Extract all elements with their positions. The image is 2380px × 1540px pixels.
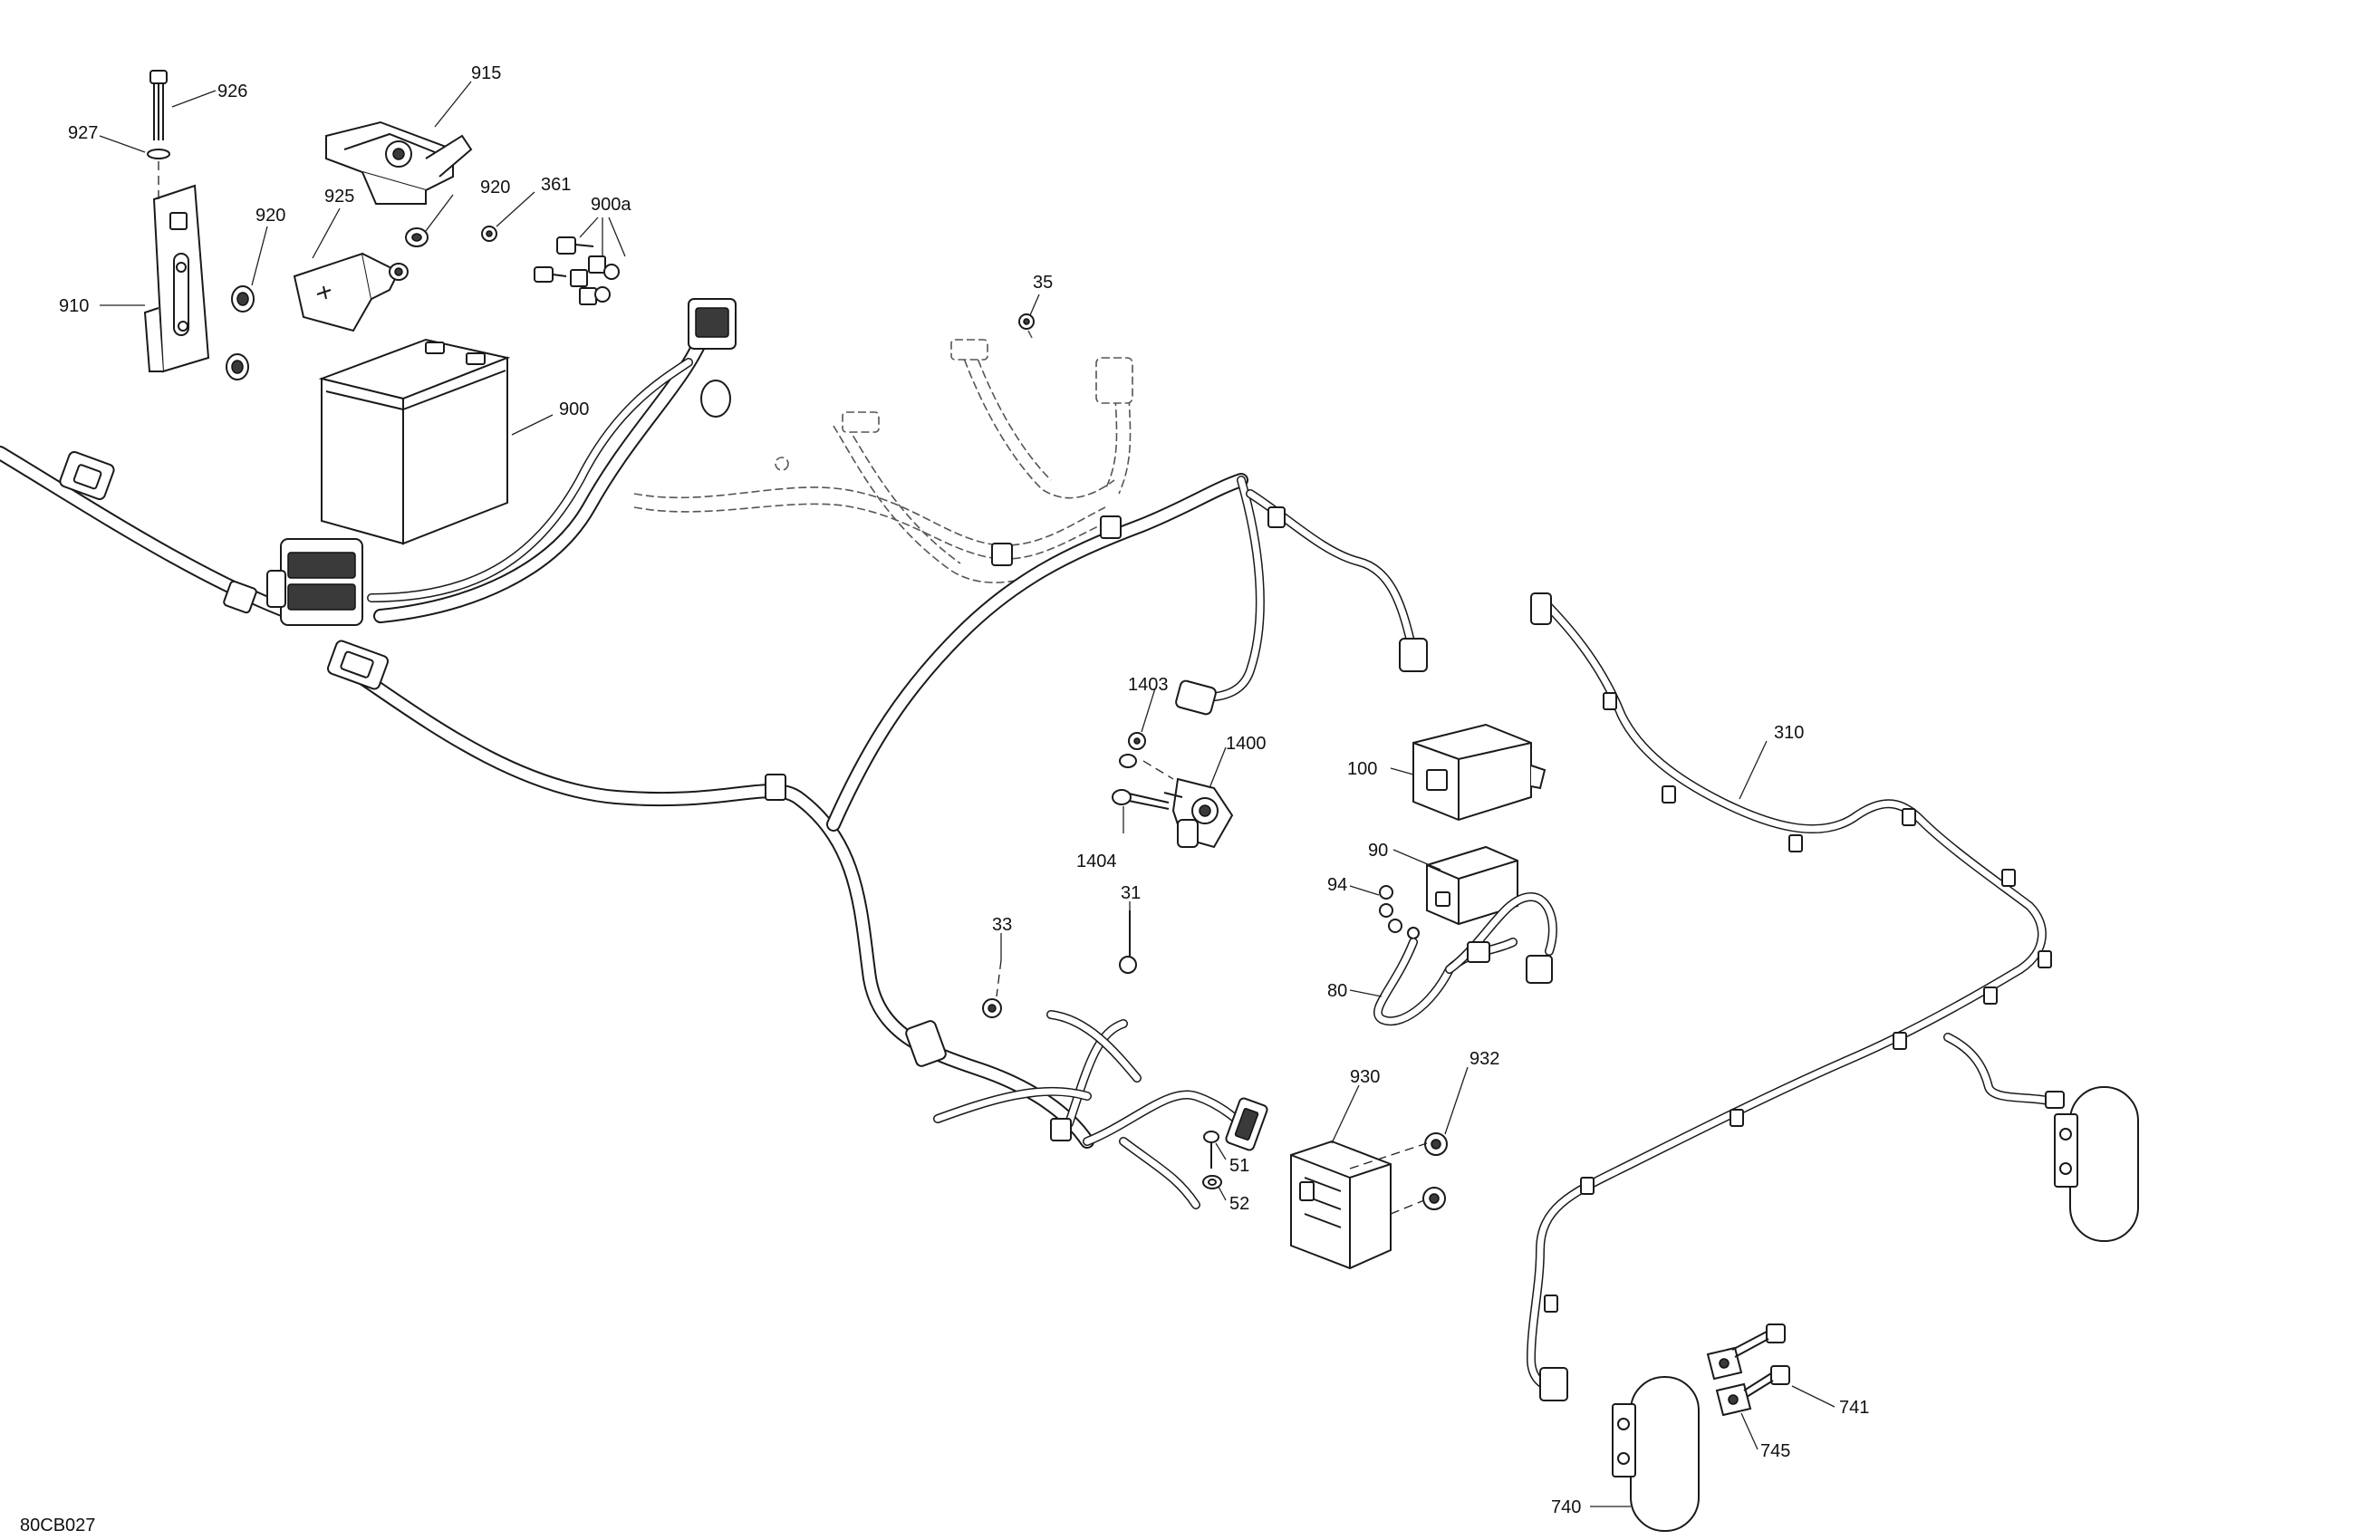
callout-100: 100	[1347, 759, 1377, 779]
callout-361: 361	[541, 175, 571, 195]
tail-light-right	[2045, 1086, 2139, 1242]
harness-80	[1373, 892, 1557, 1026]
callout-1404: 1404	[1076, 852, 1117, 871]
callout-33: 33	[992, 915, 1012, 935]
main-harness	[0, 319, 1418, 1209]
callout-930: 930	[1350, 1067, 1380, 1087]
callout-926: 926	[217, 82, 247, 101]
regulator-930	[1290, 1140, 1392, 1270]
grommets-932	[1422, 1132, 1448, 1210]
callout-900: 900	[559, 399, 589, 419]
callout-94: 94	[1327, 875, 1347, 895]
callout-745: 745	[1760, 1441, 1790, 1461]
washer-52	[1202, 1175, 1222, 1189]
callout-920-lower: 920	[255, 206, 285, 226]
battery	[318, 338, 511, 545]
callout-741: 741	[1839, 1398, 1869, 1418]
tail-light-740	[1612, 1376, 1700, 1532]
connector-lower-left	[327, 640, 389, 690]
washer-927	[147, 149, 170, 159]
callout-932: 932	[1469, 1049, 1499, 1069]
callout-51: 51	[1229, 1156, 1249, 1176]
ghost-harness-upper	[633, 330, 1133, 583]
bolt-51	[1203, 1131, 1219, 1169]
cover-925	[293, 252, 400, 332]
screws-94	[1379, 885, 1420, 939]
terminal-cover-915	[325, 120, 473, 205]
callout-920-upper: 920	[480, 178, 510, 197]
leader-lines	[99, 81, 1836, 1507]
callout-80: 80	[1327, 981, 1347, 1001]
sensor-1400	[1163, 777, 1234, 849]
bolts-741	[1731, 1323, 1790, 1398]
connector-left-edge	[59, 451, 115, 500]
battery-strap	[143, 184, 210, 373]
callout-labels: 926 927 915 920 920 925 361 900a 910 900…	[20, 63, 1869, 1535]
relay-100	[1412, 723, 1547, 822]
terminal-hardware-900a	[534, 236, 620, 305]
callout-310: 310	[1774, 723, 1804, 743]
harness-clips	[223, 506, 1286, 1141]
figure-code: 80CB027	[20, 1516, 95, 1535]
ecu-connector	[266, 538, 363, 626]
connector-center	[1175, 679, 1217, 716]
callout-915: 915	[471, 63, 501, 83]
callout-740: 740	[1551, 1497, 1581, 1517]
grommet-920-lower	[226, 285, 255, 380]
callout-90: 90	[1368, 841, 1388, 861]
nut-35	[1018, 313, 1035, 330]
nut-361	[481, 226, 497, 242]
callout-925: 925	[324, 187, 354, 207]
nut-920-upper	[389, 227, 429, 281]
nut-1403	[1119, 732, 1146, 768]
bolt-1404	[1112, 789, 1170, 810]
nut-33	[982, 998, 1002, 1018]
screw-31	[1119, 910, 1137, 974]
relay-90	[1426, 845, 1518, 926]
callout-1400: 1400	[1226, 734, 1267, 754]
callout-927: 927	[68, 123, 98, 143]
connector-right-upper	[1399, 638, 1428, 672]
rear-harness-310	[1527, 592, 2052, 1401]
callout-31: 31	[1121, 883, 1141, 903]
bracket-745	[1706, 1346, 1752, 1417]
callout-910: 910	[59, 296, 89, 316]
callout-1403: 1403	[1128, 675, 1169, 695]
callout-52: 52	[1229, 1194, 1249, 1214]
connector-battery-upper	[688, 298, 737, 418]
bolt-926	[149, 70, 168, 140]
callout-35: 35	[1033, 273, 1053, 293]
connector-regulator	[1225, 1097, 1268, 1151]
callout-900a: 900a	[591, 195, 631, 215]
